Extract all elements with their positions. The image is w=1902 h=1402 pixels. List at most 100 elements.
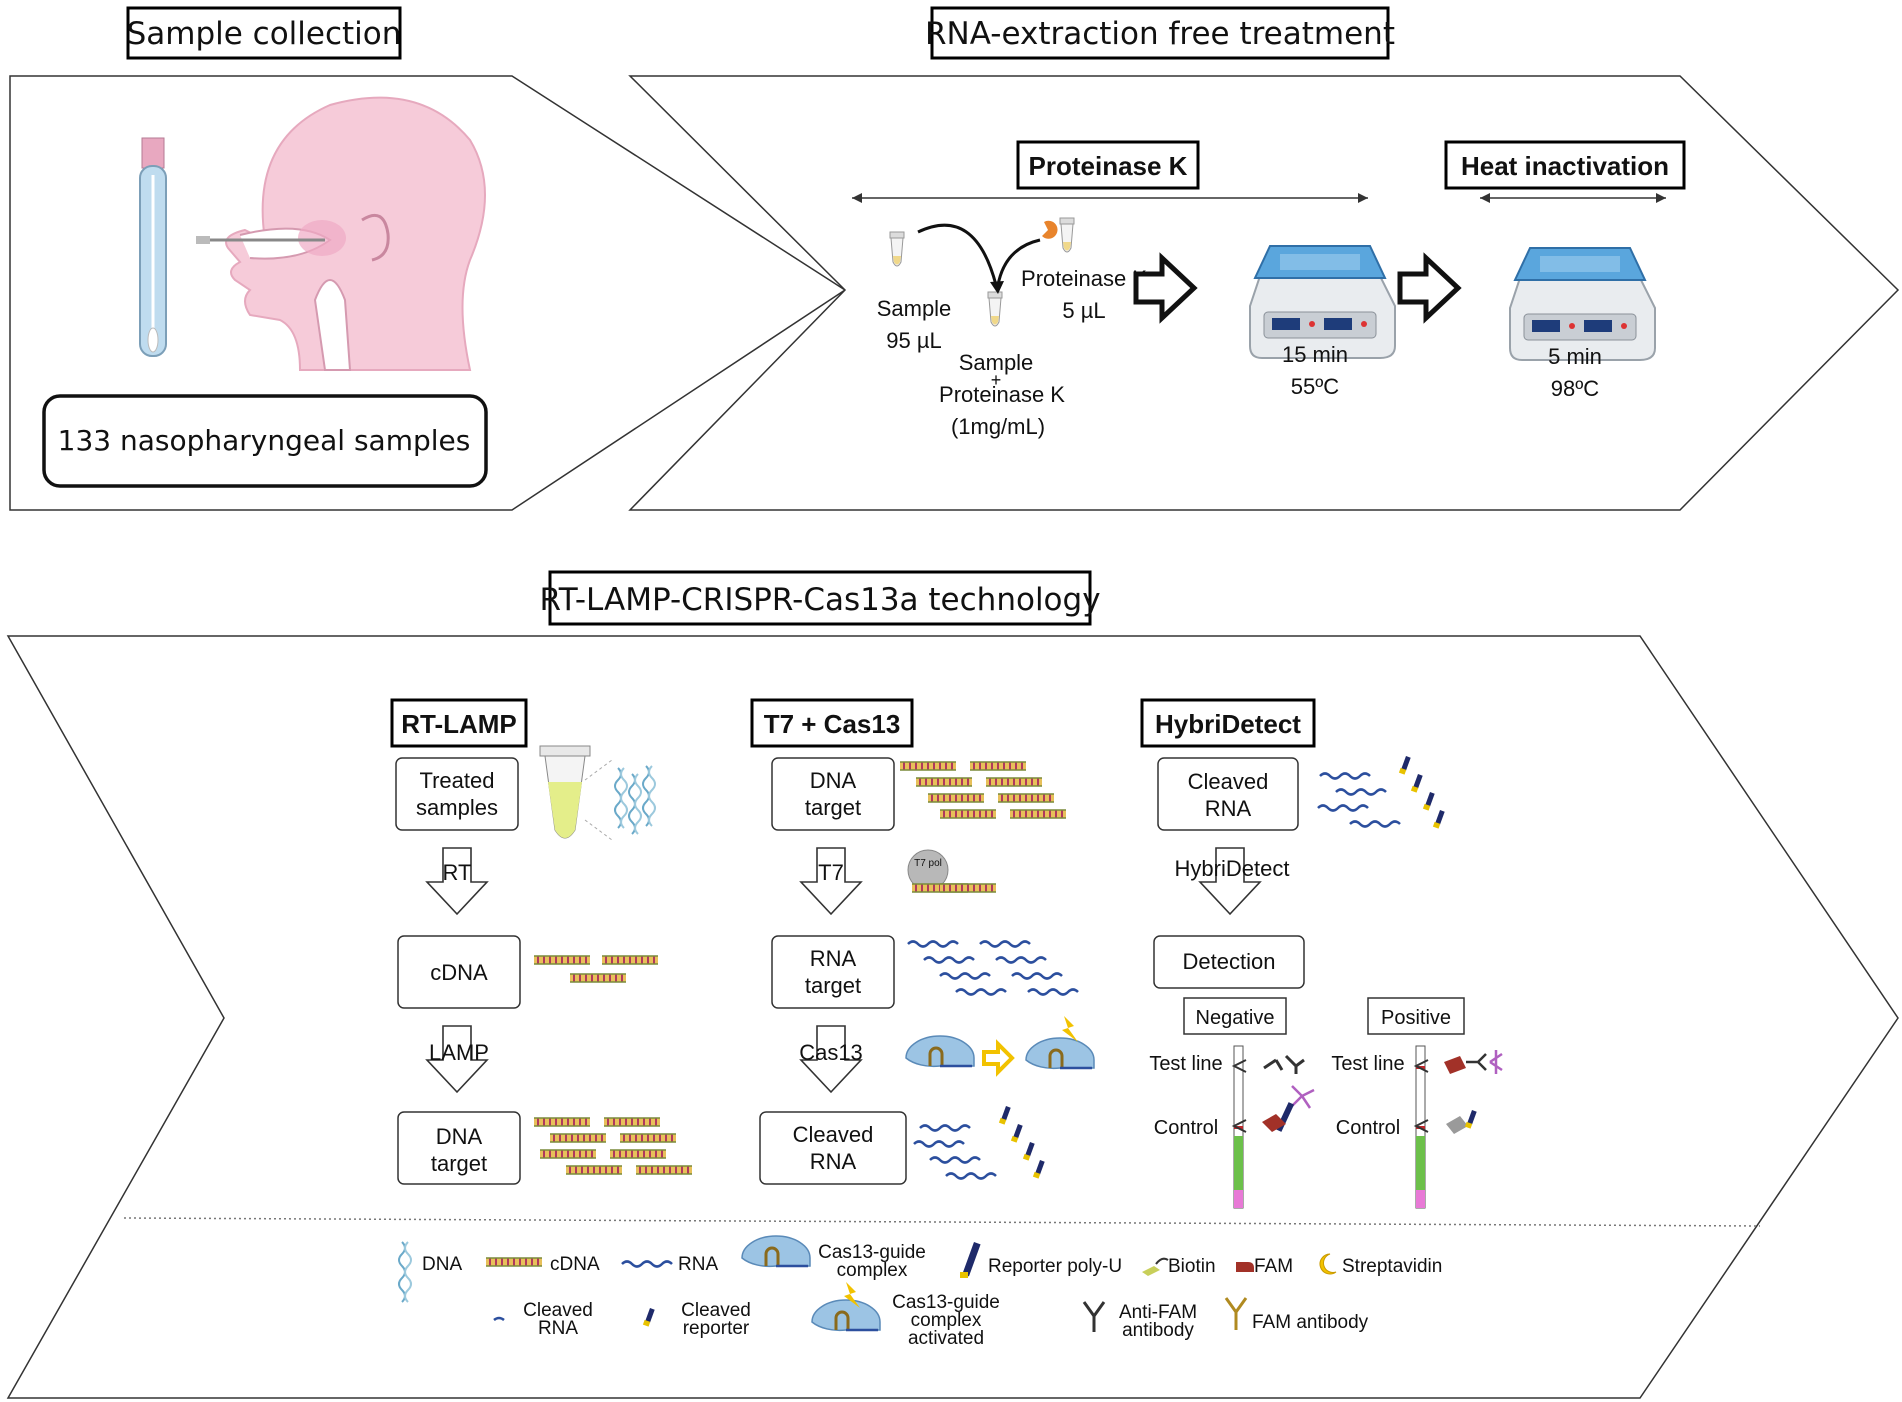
rtlamp-column: RT-LAMP Treated samples RT cDNA LAMP: [390, 698, 693, 1185]
legend-cleaved-reporter-line2: reporter: [683, 1318, 750, 1339]
rtlamp-box2: cDNA: [430, 960, 488, 985]
hybridetect-header-box: [1140, 698, 1316, 748]
rtlamp-header-box: [390, 698, 528, 748]
t7-box1-line1: DNA: [810, 768, 857, 793]
positive-strip: [1413, 1045, 1429, 1209]
t7-box-rna-target: [771, 935, 895, 1009]
cdna-icon: [533, 955, 591, 965]
negative-label: Negative: [1196, 1007, 1275, 1029]
t7-polymerase-icon: T7 pol: [907, 849, 997, 893]
pk-volume: 5 µL: [1062, 298, 1105, 323]
legend-cas13-line1: Cas13-guide: [818, 1242, 926, 1263]
mix-curve-arrow-right: [996, 238, 1041, 286]
legend-famab-icon: [1224, 1297, 1248, 1330]
hd-box2: Detection: [1183, 949, 1276, 974]
positive-label: Positive: [1381, 1007, 1451, 1029]
legend-cdna-icon: [485, 1257, 543, 1267]
rtlamp-box-dna-target: [397, 1111, 521, 1185]
legend-famab: FAM antibody: [1252, 1312, 1369, 1333]
technology-chevron: [6, 635, 1899, 1399]
legend-cas13a-line1: Cas13-guide: [892, 1292, 1000, 1313]
t7-box3-line1: Cleaved: [793, 1122, 874, 1147]
neg-control: Control: [1154, 1117, 1218, 1139]
cdna-icon: [569, 973, 627, 983]
t7-box3-line2: RNA: [810, 1149, 857, 1174]
t7-box1-line2: target: [805, 795, 861, 820]
hd-box1-line1: Cleaved: [1188, 769, 1269, 794]
proteinase-enzyme-icon: [1042, 220, 1058, 239]
rtlamp-box3-line1: DNA: [436, 1124, 483, 1149]
technology-panel: RT-LAMP-CRISPR-Cas13a technology RT-LAMP…: [6, 570, 1899, 1399]
proteinase-span-arrow: [852, 193, 1368, 203]
activation-arrow-icon: [982, 1039, 1015, 1077]
pos-test-complex-icon: [1444, 1050, 1503, 1074]
hd-box-cleaved-rna: [1157, 757, 1299, 831]
legend-cas13a-line3: activated: [908, 1328, 984, 1349]
legend: DNA cDNA RNA Cas13-guide complex Reporte…: [398, 1234, 1442, 1349]
swab-tube-icon: [139, 137, 167, 357]
rtlamp-box-treated: [395, 757, 519, 831]
mix-line1: Sample: [959, 350, 1034, 375]
step1-temp: 55ºC: [1291, 374, 1340, 399]
neg-test-line: Test line: [1149, 1053, 1222, 1075]
rtlamp-box-cdna: [397, 935, 521, 1009]
hybridetect-arrow-label: HybriDetect: [1175, 856, 1290, 881]
t7cas13-header-box: [750, 698, 914, 748]
legend-fam: FAM: [1254, 1256, 1293, 1277]
legend-cleaved-rna-line1: Cleaved: [523, 1300, 593, 1321]
step2-time: 5 min: [1548, 344, 1602, 369]
technology-title-box: [548, 570, 1092, 626]
heat-header-box: [1444, 140, 1686, 190]
legend-reporter-icon: [960, 1241, 981, 1278]
mix-plus: +: [991, 370, 1002, 390]
legend-biotin: Biotin: [1168, 1256, 1216, 1277]
legend-fam-icon: [1236, 1262, 1254, 1272]
t7-box2-line1: RNA: [810, 946, 857, 971]
rtlamp-box1-line1: Treated: [419, 768, 494, 793]
samples-label: 133 nasopharyngeal samples: [58, 424, 471, 457]
negative-label-box: [1183, 997, 1287, 1035]
rna-extraction-title-box: [930, 6, 1390, 60]
hybridetect-column: HybriDetect Cleaved RNA HybriDetect Dete…: [1140, 698, 1503, 1209]
neg-antifam-icon: [1263, 1054, 1305, 1074]
t7pol-label: T7 pol: [914, 858, 942, 869]
step2-temp: 98ºC: [1551, 376, 1600, 401]
neg-streptavidin-complex-icon: [1262, 1085, 1315, 1132]
pos-control-complex-icon: [1446, 1110, 1477, 1134]
heat-span-arrow: [1480, 193, 1666, 203]
heat-header: Heat inactivation: [1461, 151, 1669, 181]
t7-arrow-label: T7: [818, 860, 844, 885]
legend-cleaved-rna-icon: [493, 1316, 505, 1322]
legend-cleaved-rna-line2: RNA: [538, 1318, 578, 1339]
lamp-arrow-label: LAMP: [429, 1040, 489, 1065]
legend-streptavidin-icon: [1319, 1253, 1337, 1275]
rt-arrow-label: RT: [443, 860, 472, 885]
t7cas13-column: T7 + Cas13 DNA target T7 T7 pol RNA targ…: [750, 698, 1096, 1185]
rtlamp-header: RT-LAMP: [401, 709, 517, 739]
rna-extraction-panel: RNA-extraction free treatment Proteinase…: [628, 6, 1900, 511]
proteinase-header-box: [1016, 140, 1200, 190]
step1-time: 15 min: [1282, 342, 1348, 367]
legend-cas13-line2: complex: [837, 1260, 908, 1281]
hd-box-detection: [1153, 935, 1305, 989]
legend-streptavidin: Streptavidin: [1342, 1256, 1442, 1277]
pcr-tube-icon: [539, 745, 591, 839]
pos-control: Control: [1336, 1117, 1400, 1139]
hd-box1-line2: RNA: [1205, 796, 1252, 821]
hybridetect-header: HybriDetect: [1155, 709, 1301, 739]
pos-test-line: Test line: [1331, 1053, 1404, 1075]
samples-box: [42, 394, 488, 488]
sample-volume: 95 µL: [886, 328, 942, 353]
legend-cas13a-line2: complex: [911, 1310, 982, 1331]
sample-label: Sample: [877, 296, 952, 321]
t7-box-dna-target: [771, 757, 895, 831]
cas13-arrow-label: Cas13: [799, 1040, 863, 1065]
t7-box-cleaved-rna: [759, 1111, 907, 1185]
t7cas13-header: T7 + Cas13: [764, 709, 901, 739]
proteinase-header: Proteinase K: [1029, 151, 1188, 181]
legend-antifam-line2: antibody: [1122, 1320, 1194, 1341]
legend-reporter: Reporter poly-U: [988, 1256, 1122, 1277]
legend-antifam-line1: Anti-FAM: [1119, 1302, 1197, 1323]
sample-collection-panel: Sample collection 133 nasopharyngeal sam…: [9, 6, 847, 511]
rna-extraction-title: RNA-extraction free treatment: [925, 16, 1395, 52]
